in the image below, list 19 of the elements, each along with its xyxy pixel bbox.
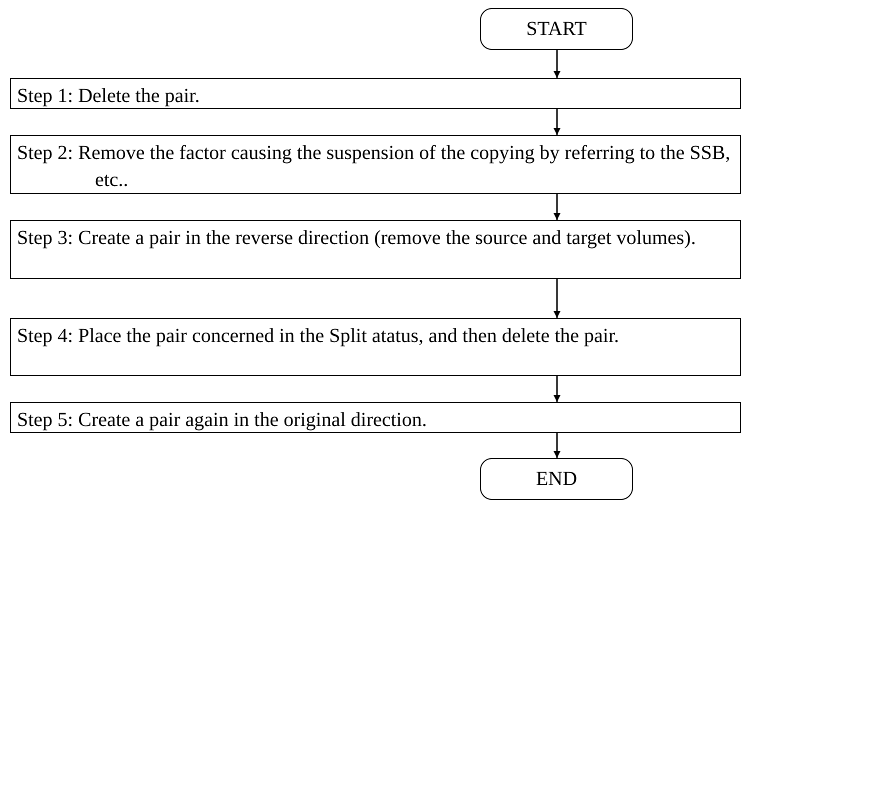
process-box [10,402,741,433]
step-text: Step 2: Remove the factor causing the suspension of the copying by referring to the SSB, etc.. [17,141,732,193]
step-text: END [536,468,578,490]
terminal-box [480,458,633,500]
step-text: Step 4: Place the pair concerned in the Split atatus, and then delete the pair. [17,324,620,349]
step-text: Step 5: Create a pair again in the original direction. [17,408,428,433]
step-text: Step 1: Delete the pair. [17,84,201,109]
arrow [554,433,560,458]
arrow [554,376,560,402]
step-text: START [526,18,587,40]
arrow [554,194,560,220]
process-box [10,220,741,279]
process-box [10,78,741,109]
terminal-box [480,8,633,50]
arrow [554,50,560,78]
process-box [10,318,741,376]
arrow [554,109,560,135]
arrow [554,279,560,318]
step-text: Step 3: Create a pair in the reverse direction (remove the source and target volumes). [17,226,697,251]
